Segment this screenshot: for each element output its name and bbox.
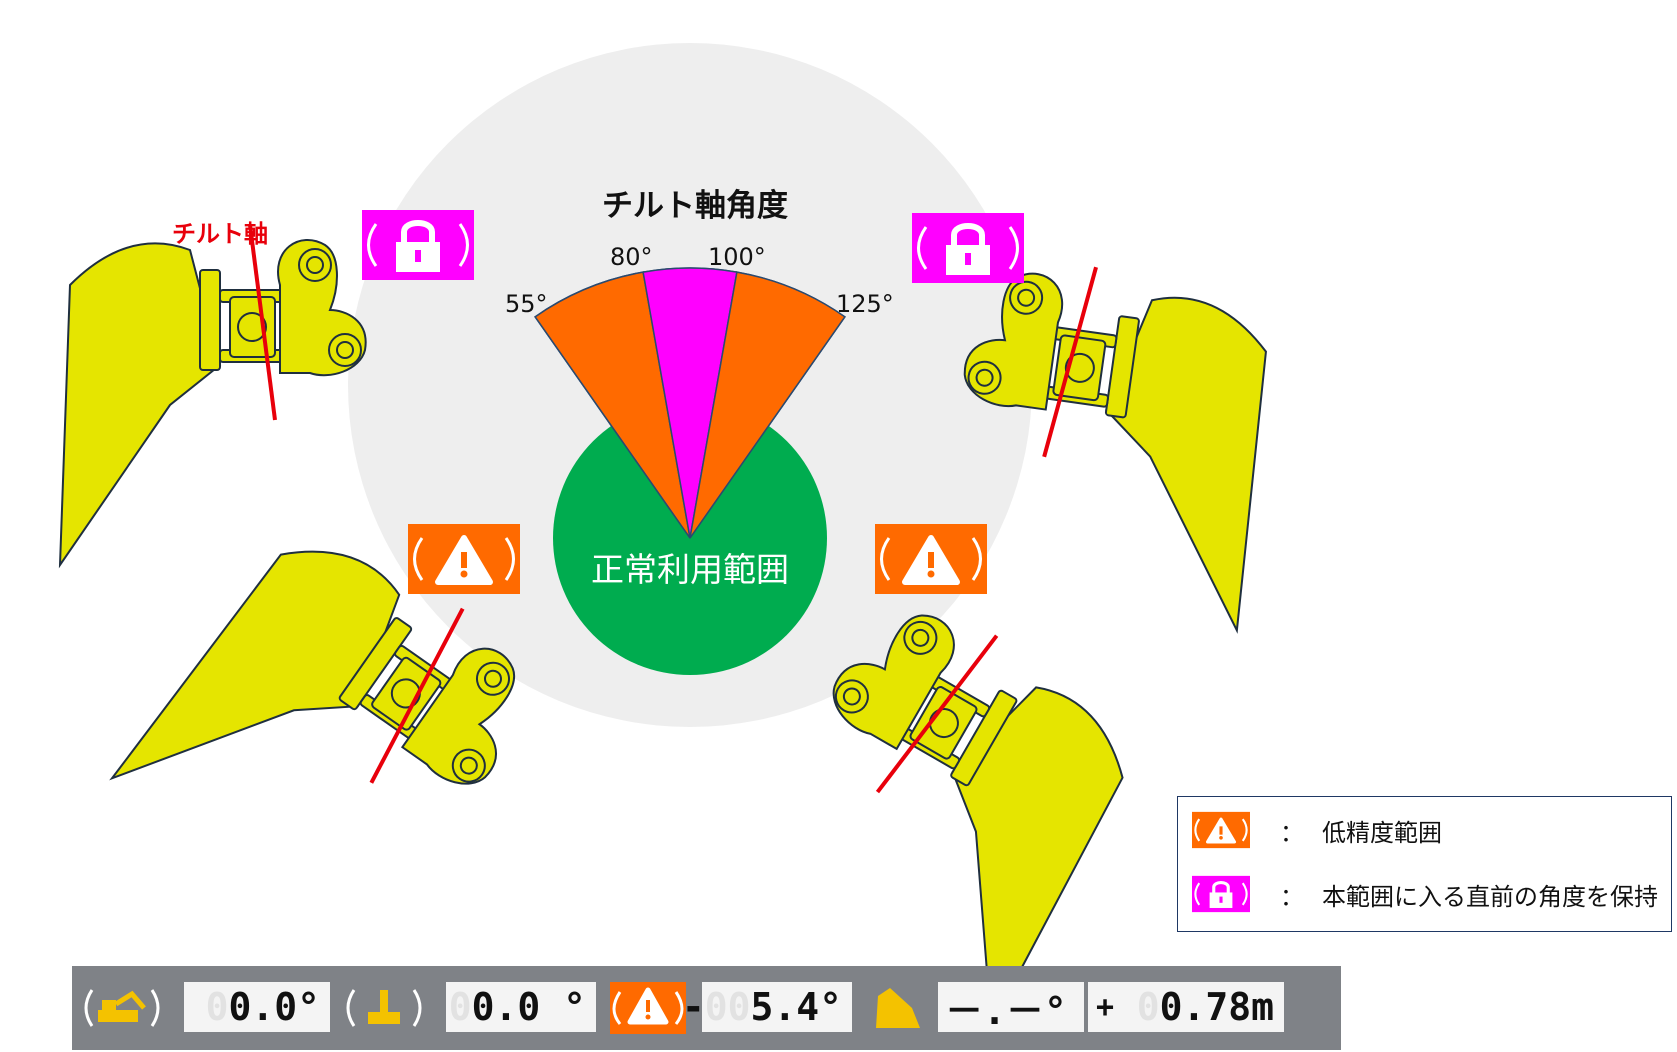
roll-value: 0.0 °: [471, 985, 586, 1029]
lock-icon: [362, 210, 474, 280]
lock-icon: [912, 213, 1024, 283]
bucket-tilt-icon: [876, 988, 920, 1028]
tilt-axis-line: [369, 607, 465, 784]
normal-range-label: 正常利用範囲: [591, 550, 789, 589]
bucket-angle-value: －.－°: [945, 988, 1067, 1033]
legend-separator: ：: [1280, 818, 1304, 847]
pitch-value: 0.0°: [228, 985, 320, 1029]
legend: ： 低精度範囲 ： 本範囲に入る直前の角度を保持: [1177, 796, 1672, 932]
legend-separator: ：: [1280, 882, 1304, 911]
height-value: 0.78m: [1159, 985, 1274, 1029]
diagram-title: チルト軸角度: [602, 188, 788, 224]
tilt-axis-line: [248, 224, 277, 421]
status-bar: 0 0.0° 0 0.0 ° - 00 5.4°: [72, 966, 1341, 1050]
angle-label-55: 55°: [505, 290, 548, 318]
angle-label-125: 125°: [836, 290, 894, 318]
height-sign: +: [1096, 989, 1115, 1025]
legend-item-warning: ： 低精度範囲: [1192, 811, 1442, 849]
angle-label-100: 100°: [708, 243, 766, 271]
pitch-readout: 0 0.0°: [184, 982, 330, 1032]
bucket-top-left: [59, 224, 367, 566]
angle-label-80: 80°: [610, 243, 653, 271]
warning-icon: [1192, 811, 1250, 849]
tilt-ghost-digit: 00: [704, 985, 751, 1029]
warning-icon: [610, 982, 686, 1034]
bucket-bottom-right: [725, 589, 1155, 1027]
tilt-readout: - 00 5.4°: [682, 982, 852, 1032]
height-ghost-digit: 0: [1136, 985, 1160, 1029]
roll-readout: 0 0.0 °: [446, 982, 596, 1032]
legend-text: 低精度範囲: [1322, 818, 1442, 847]
height-readout: + 0 0.78m: [1088, 982, 1284, 1032]
pitch-ghost-digit: 0: [205, 985, 229, 1029]
bucket-angle-readout: －.－°: [938, 982, 1084, 1033]
machine-roll-icon: [346, 989, 422, 1027]
bucket-bottom-left: [111, 511, 550, 955]
bucket-top-right: [933, 264, 1284, 632]
fan-zone-overlay: [689, 271, 846, 539]
fan-zone-overlay: [534, 271, 691, 539]
warning-icon: [408, 524, 520, 594]
tilt-sign: -: [681, 985, 705, 1029]
roll-ghost-digit: 0: [448, 985, 472, 1029]
angle-fan-lines: [534, 267, 846, 539]
tilt-axis-line: [1042, 266, 1098, 458]
lock-icon: [1192, 875, 1250, 913]
warning-icon: [875, 524, 987, 594]
tilt-axis-label: チルト軸: [172, 220, 268, 248]
legend-item-lock: ： 本範囲に入る直前の角度を保持: [1192, 875, 1658, 913]
tilt-value: 5.4°: [750, 985, 842, 1029]
legend-text: 本範囲に入る直前の角度を保持: [1322, 882, 1658, 911]
tilt-axis-line: [875, 634, 999, 794]
excavator-tilt-icon: [84, 989, 160, 1027]
